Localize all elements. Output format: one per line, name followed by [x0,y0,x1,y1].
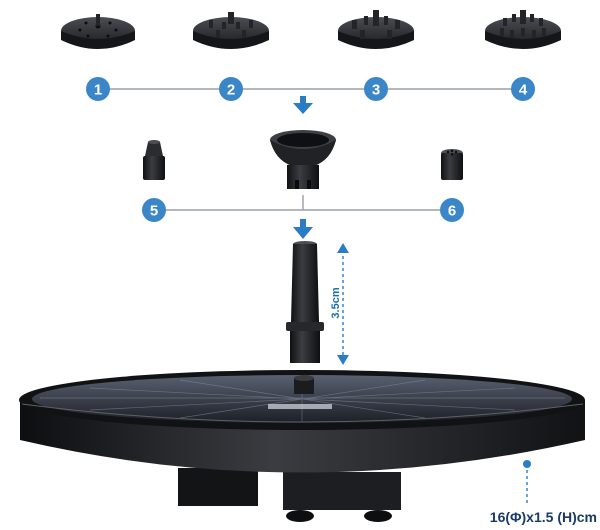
height-dimension: 3.5cm [330,243,349,365]
jet-nozzle-5 [143,140,165,180]
badge-4: 4 [511,77,535,101]
down-arrow-icon [293,96,313,114]
badge-5: 5 [142,198,166,222]
extension-tube [286,241,324,363]
badge-6: 6 [440,198,464,222]
nozzle-head-4 [485,10,561,49]
funnel-adapter [270,130,336,189]
badge-2: 2 [219,77,243,101]
badge-3: 3 [364,77,388,101]
badge-1: 1 [86,77,110,101]
svg-text:1: 1 [94,82,102,99]
solar-fountain-body [19,370,585,522]
down-arrow-icon [293,219,313,239]
svg-text:5: 5 [150,203,158,220]
svg-text:3: 3 [372,82,380,99]
svg-text:2: 2 [227,82,235,99]
nozzle-head-3 [338,10,414,49]
size-spec-label: 16(Φ)x1.5 (H)cm [490,509,597,525]
multi-hole-nozzle-6 [441,149,463,180]
size-callout: 16(Φ)x1.5 (H)cm [490,460,597,525]
height-label: 3.5cm [330,287,342,318]
svg-text:6: 6 [448,203,456,220]
nozzle-head-2 [193,12,269,49]
svg-text:4: 4 [519,82,528,99]
nozzle-head-1 [61,14,135,49]
